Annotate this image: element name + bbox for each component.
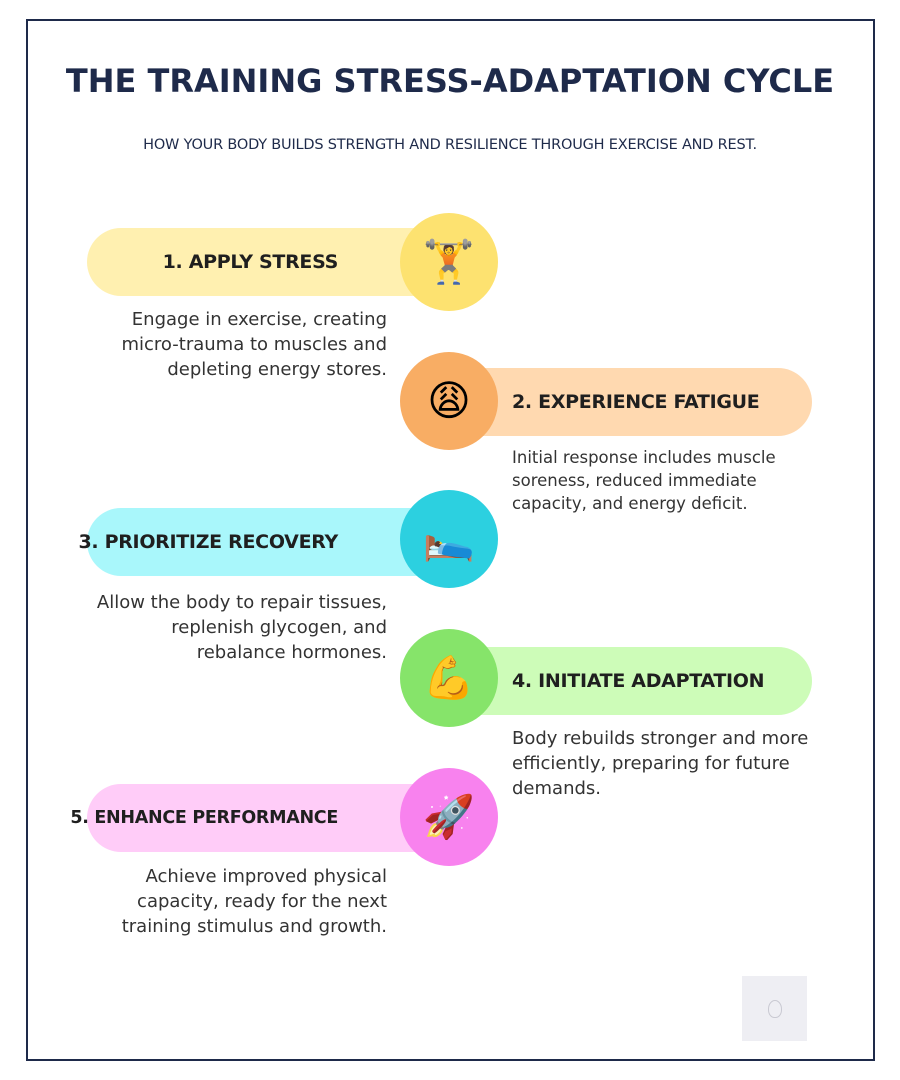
- watermark-image: [742, 976, 807, 1041]
- weightlifter-emoji: 🏋️: [422, 237, 476, 286]
- flexed-biceps-icon: 💪: [400, 629, 498, 727]
- infographic-frame: [26, 19, 875, 1061]
- step-5-description: Achieve improved physical capacity, read…: [121, 866, 387, 937]
- weightlifter-icon: 🏋️: [400, 213, 498, 311]
- step-4-pill: 4. INITIATE ADAPTATION: [449, 647, 812, 715]
- rocket-emoji: 🚀: [422, 792, 476, 841]
- step-4-description: Body rebuilds stronger and more efficien…: [512, 728, 809, 799]
- step-1-description: Engage in exercise, creating micro-traum…: [121, 309, 387, 380]
- step-1-pill: 1. APPLY STRESS: [87, 228, 449, 296]
- step-3-pill: 3. PRIORITIZE RECOVERY: [78, 508, 449, 576]
- watermark-icon: [767, 999, 782, 1018]
- page-subtitle: HOW YOUR BODY BUILDS STRENGTH AND RESILI…: [143, 137, 757, 153]
- step-3-label: 3. PRIORITIZE RECOVERY: [78, 531, 338, 553]
- page-title: THE TRAINING STRESS-ADAPTATION CYCLE: [65, 62, 835, 100]
- bed-icon: 🛌: [400, 490, 498, 588]
- weary-face-emoji: 😩: [427, 376, 471, 425]
- rocket-icon: 🚀: [400, 768, 498, 866]
- flexed-biceps-emoji: 💪: [422, 653, 476, 702]
- step-1-label: 1. APPLY STRESS: [162, 251, 339, 273]
- step-2-pill: 2. EXPERIENCE FATIGUE: [449, 368, 812, 436]
- step-5-label: 5. ENHANCE PERFORMANCE: [70, 808, 338, 828]
- step-2-label: 2. EXPERIENCE FATIGUE: [512, 391, 760, 413]
- step-5-pill: 5. ENHANCE PERFORMANCE: [70, 784, 449, 852]
- bed-emoji: 🛌: [422, 514, 476, 563]
- step-3-description: Allow the body to repair tissues, replen…: [96, 592, 387, 663]
- step-2-description: Initial response includes muscle sorenes…: [512, 448, 776, 513]
- step-4-label: 4. INITIATE ADAPTATION: [512, 670, 765, 692]
- weary-face-icon: 😩: [400, 352, 498, 450]
